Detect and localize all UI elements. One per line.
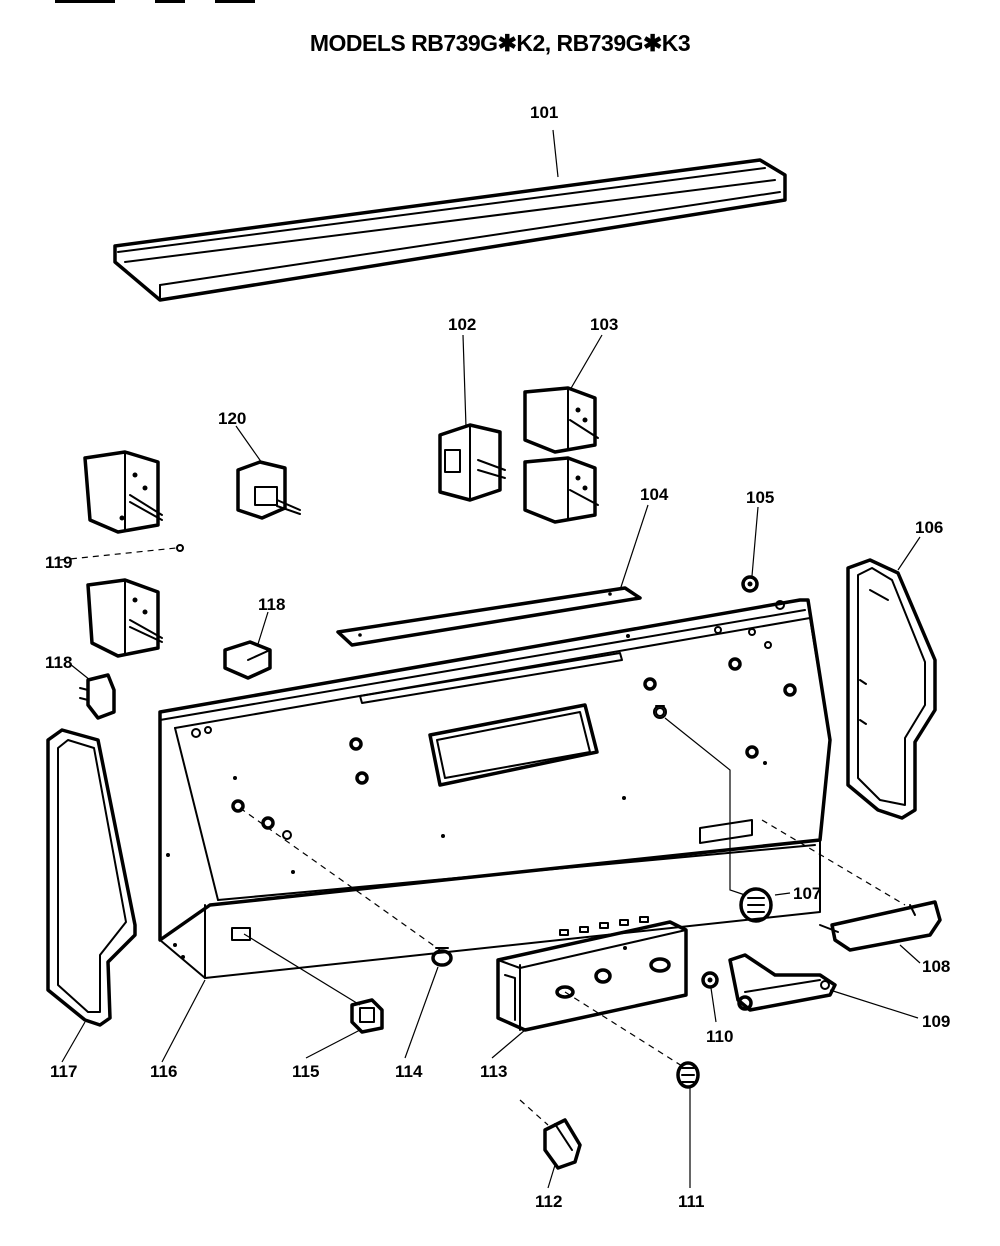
label-101: 101 bbox=[530, 103, 558, 122]
part-109-bracket bbox=[728, 953, 837, 1012]
part-120-switch bbox=[236, 460, 301, 520]
part-107-shaft bbox=[653, 705, 667, 719]
part-left-infinite-switch-upper bbox=[83, 450, 163, 534]
label-111: 111 bbox=[678, 1192, 705, 1211]
part-112-knob bbox=[543, 1118, 582, 1170]
label-112: 112 bbox=[535, 1192, 562, 1211]
label-103: 103 bbox=[590, 315, 618, 334]
part-110-spacer bbox=[701, 971, 719, 989]
part-108-end-piece bbox=[819, 900, 942, 952]
label-120: 120 bbox=[218, 409, 246, 428]
label-118-lower: 118 bbox=[45, 653, 72, 672]
part-105-grommet bbox=[741, 575, 759, 593]
part-115-indicator-light bbox=[350, 998, 384, 1034]
label-115: 115 bbox=[292, 1062, 319, 1081]
part-101-top-trim bbox=[113, 158, 787, 302]
part-107-knob bbox=[739, 887, 773, 923]
part-119-screw bbox=[176, 544, 184, 552]
corner-mark bbox=[55, 0, 255, 3]
label-105: 105 bbox=[746, 488, 774, 507]
label-119: 119 bbox=[45, 553, 72, 572]
label-114: 114 bbox=[395, 1062, 423, 1081]
part-117-left-end-cap bbox=[46, 728, 137, 1027]
label-107: 107 bbox=[793, 884, 821, 903]
part-111-knob bbox=[676, 1061, 700, 1089]
part-103-infinite-switch bbox=[523, 386, 599, 524]
part-113-clock-module bbox=[496, 916, 688, 1032]
label-108: 108 bbox=[922, 957, 950, 976]
label-118-upper: 118 bbox=[258, 595, 285, 614]
part-106-right-end-cap bbox=[846, 558, 937, 820]
label-110: 110 bbox=[706, 1027, 733, 1046]
part-114-screw bbox=[431, 947, 453, 967]
part-102-switch bbox=[438, 423, 506, 502]
label-102: 102 bbox=[448, 315, 476, 334]
label-104: 104 bbox=[640, 485, 669, 504]
part-118-rocker-switch-upper bbox=[223, 640, 272, 680]
label-113: 113 bbox=[480, 1062, 507, 1081]
diagram-title: MODELS RB739G✱K2, RB739G✱K3 bbox=[309, 30, 691, 56]
label-109: 109 bbox=[922, 1012, 950, 1031]
part-116-control-panel bbox=[158, 598, 832, 979]
part-118-rocker-switch-lower bbox=[79, 673, 116, 720]
part-left-infinite-switch-lower bbox=[86, 578, 163, 658]
part-104-bracket bbox=[336, 586, 642, 647]
label-116: 116 bbox=[150, 1062, 177, 1081]
label-117: 117 bbox=[50, 1062, 77, 1081]
label-106: 106 bbox=[915, 518, 943, 537]
